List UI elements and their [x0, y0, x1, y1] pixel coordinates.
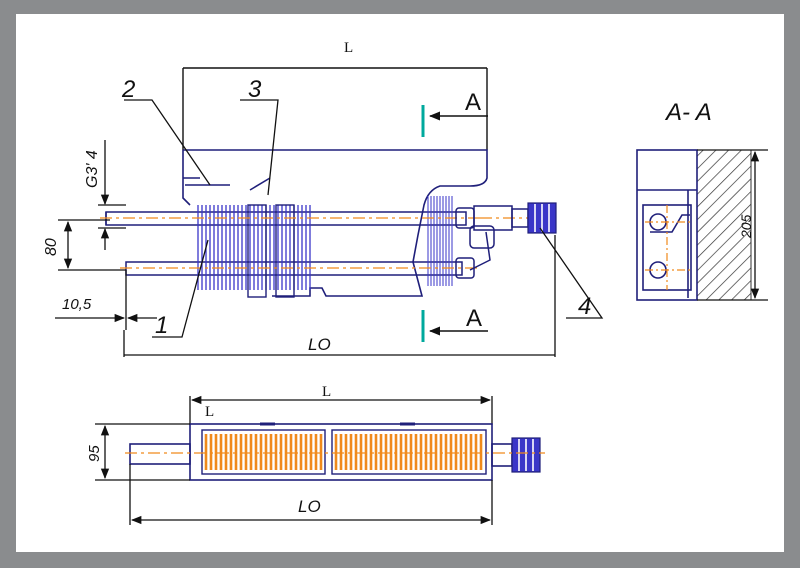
callout-leaders: [124, 99, 604, 338]
support-brackets: [247, 204, 295, 298]
callout-1: 1: [155, 312, 168, 339]
callout-4: 4: [578, 293, 591, 320]
housing-body: [182, 149, 488, 297]
plan-housing: [129, 422, 513, 481]
drawing-sheet: L: [16, 14, 784, 552]
plan-valve-handle[interactable]: [511, 437, 541, 473]
section-mark-upper: A: [465, 89, 481, 116]
fin-block-right: [427, 196, 453, 286]
dim-10-5-label: 10,5: [62, 296, 92, 313]
dim-205-label: 205: [738, 214, 754, 239]
section-cut-markers: [421, 105, 488, 342]
section-centerlines: [645, 205, 692, 290]
fin-panel: [331, 429, 487, 475]
dim-L-bottom-outer-label: L: [322, 384, 331, 400]
dim-LO-bottom: [129, 464, 493, 525]
section-title: A- A: [664, 99, 712, 126]
callout-2: 2: [121, 76, 135, 103]
plan-view: L L 95 LO: [86, 384, 545, 525]
dim-LO-bottom-label: LO: [298, 497, 321, 516]
dim-95: [95, 423, 190, 481]
plan-fins-left: [201, 429, 326, 475]
dim-L-top: [182, 67, 488, 150]
valve-assembly: [455, 205, 529, 279]
dim-205: [697, 149, 768, 301]
dim-LO-top: [123, 235, 556, 357]
dim-80: [58, 219, 126, 271]
dim-L-bottom-inner-label: L: [205, 404, 214, 420]
technical-drawing: L: [43, 40, 768, 525]
fin-panel: [201, 429, 326, 475]
dim-LO-top-label: LO: [308, 335, 331, 354]
callout-3: 3: [248, 76, 262, 103]
dim-L-top-label: L: [344, 40, 353, 56]
dim-thread: [98, 140, 126, 250]
dim-80-label: 80: [43, 238, 60, 256]
front-view: L: [43, 40, 604, 357]
dim-95-label: 95: [86, 445, 103, 462]
dim-thread-label: G3' 4: [84, 150, 101, 188]
dim-L-bottom: [189, 395, 493, 425]
plan-fins-right: [331, 429, 487, 475]
valve-handle[interactable]: [527, 202, 557, 234]
section-view-A-A: A- A 205: [636, 99, 768, 301]
dim-10-5: [55, 270, 157, 330]
section-mark-lower: A: [466, 305, 482, 332]
